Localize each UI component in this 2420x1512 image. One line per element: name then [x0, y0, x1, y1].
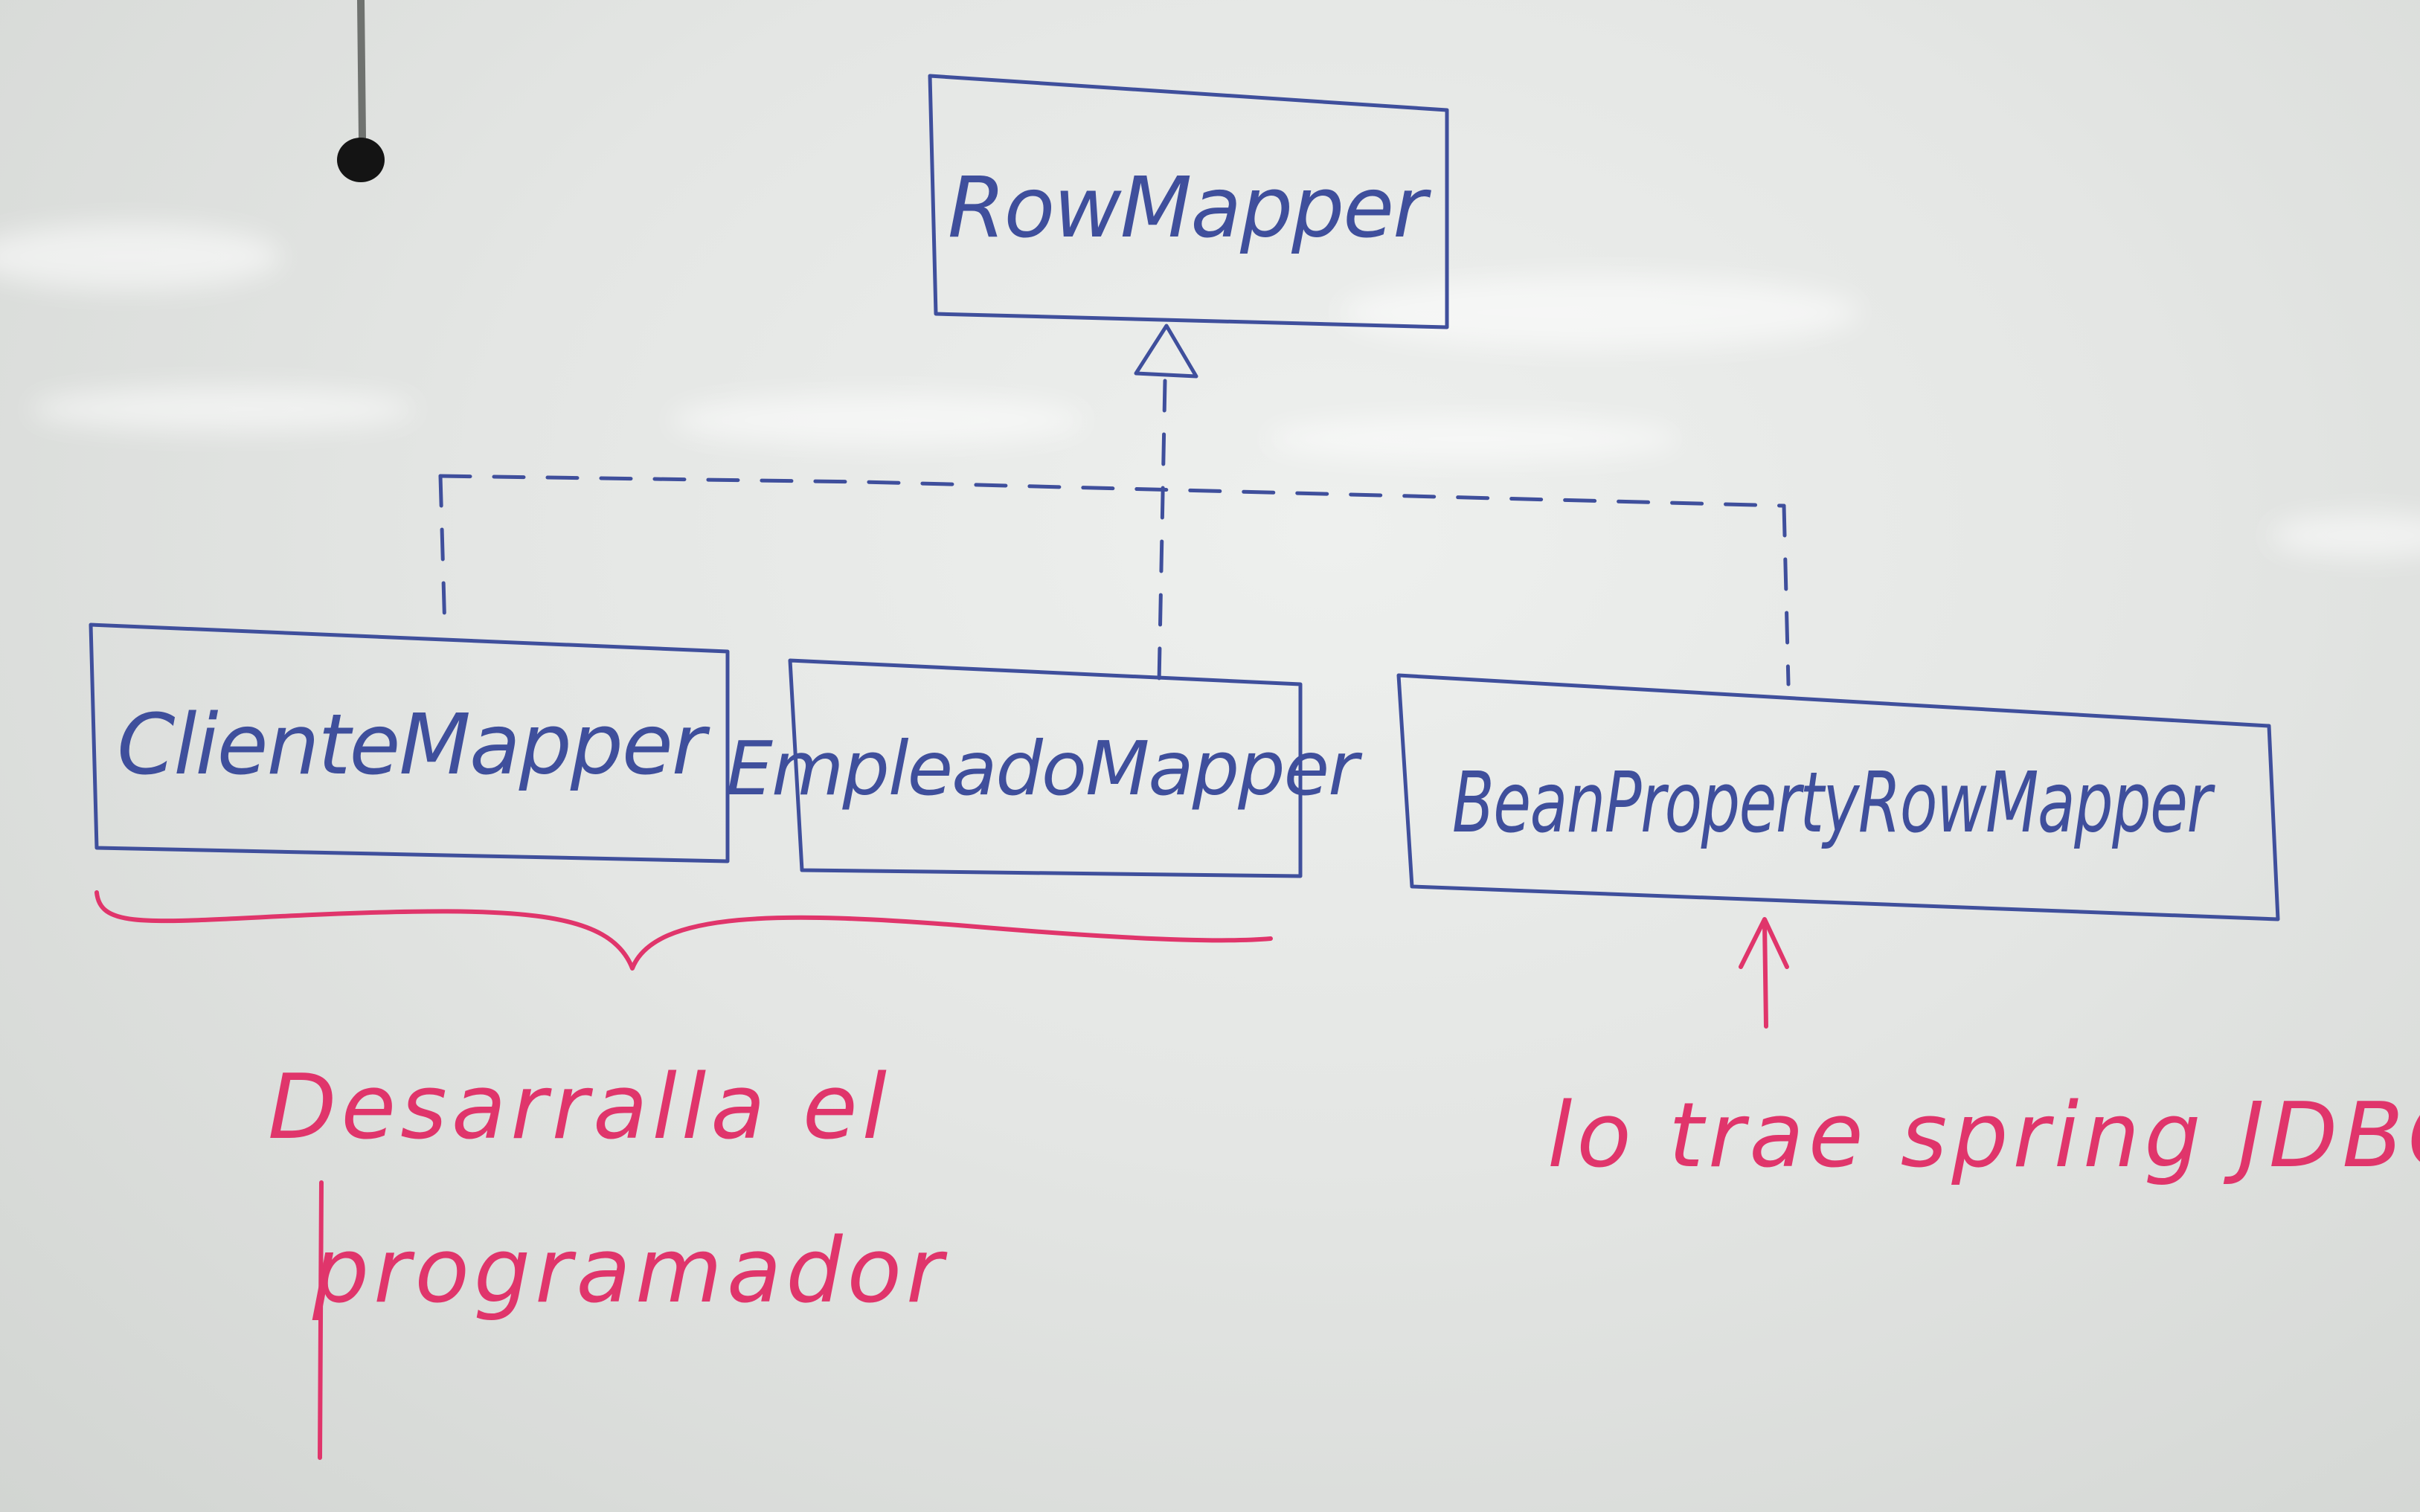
- glare: [2269, 513, 2420, 558]
- empleadomapper-class: EmpleadoMapper: [726, 658, 1364, 878]
- rowmapper-interface: RowMapper: [928, 74, 1449, 329]
- clientemapper-label: ClienteMapper: [117, 697, 710, 794]
- rowmapper-box: [928, 74, 1449, 329]
- glare: [670, 394, 1086, 446]
- developer-note-line2: programador: [312, 1220, 948, 1323]
- beanpropertyrowmapper-label: BeanPropertyRowMapper: [1452, 755, 2215, 852]
- developer-brace: [94, 890, 1273, 971]
- right-drop-dashed-line: [1782, 504, 1791, 686]
- rowmapper-label: RowMapper: [948, 160, 1431, 257]
- developer-note-line1: Desarralla el: [268, 1056, 891, 1159]
- clientemapper-box: [89, 623, 730, 863]
- glare: [30, 387, 417, 431]
- glare: [1339, 275, 1860, 350]
- beanpropertyrowmapper-box: [1396, 673, 2280, 921]
- clientemapper-class: ClienteMapper: [89, 623, 730, 863]
- realization-arrowhead: [1134, 324, 1198, 379]
- beanpropertyrowmapper-class: BeanPropertyRowMapper: [1396, 673, 2280, 921]
- empleadomapper-label: EmpleadoMapper: [726, 725, 1363, 812]
- framework-arrow-shaft: [1762, 920, 1768, 1029]
- developer-note-stroke: [318, 1180, 324, 1460]
- marker-cable: [337, 0, 385, 182]
- glare: [1265, 416, 1681, 461]
- framework-arrow: [1739, 917, 1789, 1029]
- developer-note: Desarralla el programador: [268, 1056, 948, 1460]
- realization-connectors: [438, 379, 1791, 686]
- left-drop-dashed-line: [438, 474, 447, 633]
- trunk-dashed-line: [1157, 379, 1167, 685]
- empleadomapper-box: [788, 658, 1303, 878]
- glare: [0, 223, 283, 290]
- framework-note: lo trae spring JDBC: [1547, 1084, 2420, 1188]
- branch-dashed-line: [438, 474, 1786, 508]
- framework-arrow-head: [1739, 917, 1789, 969]
